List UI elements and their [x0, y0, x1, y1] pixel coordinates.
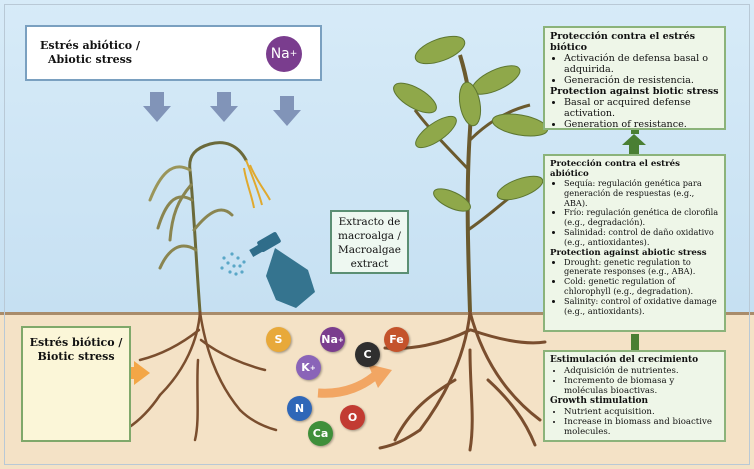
biotic-protection-title-es: Protección contra el estrés biótico: [550, 31, 696, 53]
abiotic-protection-title-es: Protección contra el estrés abiótico: [550, 159, 680, 179]
list-item: Sequía: regulación genética para generac…: [564, 178, 719, 208]
nutrient-ion-c: C: [355, 342, 380, 367]
roots-right-icon: [378, 310, 547, 452]
list-item: Generación de resistencia.: [564, 75, 719, 86]
nutrient-ion-na: Na+: [320, 327, 345, 352]
healthy-plant-icon: [393, 35, 549, 313]
list-item: Salinidad: control de daño oxidativo (e.…: [564, 227, 719, 248]
ion-charge: +: [337, 335, 344, 344]
growth-stimulation-panel: Estimulación del crecimiento Adquisición…: [543, 350, 726, 442]
abiotic-stress-box: Estrés abiótico / Abiotic stress: [25, 25, 322, 81]
sodium-charge: +: [289, 49, 298, 59]
biotic-protection-panel: Protección contra el estrés biótico Acti…: [543, 26, 726, 130]
arrow-up-icon: [622, 130, 646, 350]
dried-grain-icon: [243, 159, 271, 209]
ion-symbol: Fe: [389, 333, 404, 346]
spray-bottle-icon: [220, 232, 315, 308]
list-item: Basal or acquired defense activation.: [564, 97, 719, 119]
nutrient-ion-k: K+: [296, 355, 321, 380]
ion-symbol: K: [301, 361, 310, 374]
biotic-stress-label: Estrés biótico / Biotic stress: [29, 336, 123, 363]
arrow-down-icon: [210, 92, 238, 122]
abiotic-stress-label: Estrés abiótico / Abiotic stress: [40, 39, 140, 66]
sodium-ion-icon: Na+: [266, 36, 302, 72]
list-item: Nutrient acquisition.: [564, 407, 719, 417]
list-item: Drought: genetic regulation to generate …: [564, 257, 719, 278]
ion-symbol: Na: [321, 333, 338, 346]
nutrient-ion-n: N: [287, 396, 312, 421]
sodium-symbol: Na: [270, 46, 290, 62]
list-item: Frío: regulación genética de clorofila (…: [564, 208, 719, 228]
list-item: Increase in biomass and bioactive molecu…: [564, 417, 719, 437]
abiotic-protection-title-en: Protection against abiotic stress: [550, 247, 707, 258]
list-item: Salinity: control of oxidative damage (e…: [564, 296, 719, 317]
growth-title-es: Estimulación del crecimiento: [550, 355, 699, 365]
list-item: Adquisición de nutrientes.: [564, 366, 719, 376]
biotic-protection-title-en: Protection against biotic stress: [550, 86, 719, 97]
nutrient-flow-arrow-icon: [317, 364, 392, 398]
stressed-plant-icon: [148, 141, 248, 314]
arrow-down-icon: [143, 92, 171, 122]
arrow-down-icon: [273, 96, 301, 126]
ion-symbol: S: [274, 333, 283, 346]
nutrient-ion-s: S: [266, 327, 291, 352]
nutrient-ion-o: O: [340, 405, 365, 430]
ion-symbol: C: [363, 348, 372, 361]
biotic-stress-box: Estrés biótico / Biotic stress: [21, 326, 131, 442]
macroalgae-extract-box: Extracto de macroalga / Macroalgae extra…: [330, 210, 409, 274]
list-item: Cold: genetic regulation of chlorophyll …: [564, 276, 719, 297]
abiotic-protection-panel: Protección contra el estrés abiótico Seq…: [543, 154, 726, 332]
list-item: Activación de defensa basal o adquirida.: [564, 53, 719, 75]
roots-left-icon: [126, 310, 278, 442]
nutrient-ion-fe: Fe: [384, 327, 409, 352]
list-item: Incremento de biomasa y moléculas bioact…: [564, 376, 719, 396]
list-item: Generation of resistance.: [564, 119, 719, 130]
ion-symbol: N: [294, 402, 305, 415]
ion-charge: +: [309, 363, 316, 372]
growth-title-en: Growth stimulation: [550, 396, 649, 407]
nutrient-ion-ca: Ca: [308, 421, 333, 446]
ion-symbol: O: [347, 411, 358, 424]
macroalgae-extract-label: Extracto de macroalga / Macroalgae extra…: [337, 216, 402, 270]
ion-symbol: Ca: [312, 427, 329, 440]
